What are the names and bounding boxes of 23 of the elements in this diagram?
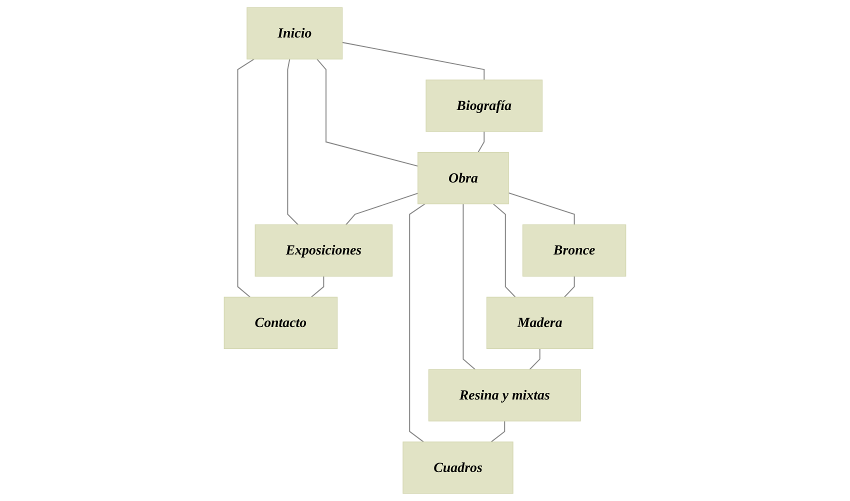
connector xyxy=(342,42,485,80)
node-box: Biografía xyxy=(426,80,543,132)
node-box: Obra xyxy=(418,152,509,204)
connector xyxy=(409,203,426,442)
node-box: Inicio xyxy=(246,7,343,60)
node-box: Madera xyxy=(486,296,594,349)
node-box: Contacto xyxy=(224,296,338,349)
node-box: Cuadros xyxy=(402,442,514,494)
connector xyxy=(287,58,298,226)
connector xyxy=(478,131,485,153)
connector xyxy=(237,58,254,298)
connector xyxy=(310,276,324,298)
node-box: Exposiciones xyxy=(254,224,393,277)
connector xyxy=(492,203,516,298)
connector xyxy=(346,192,418,226)
node-box: Resina y mixtas xyxy=(428,369,581,422)
connector xyxy=(564,276,575,298)
connector xyxy=(529,348,540,370)
connector xyxy=(490,421,506,442)
connector xyxy=(462,204,476,370)
node-box: Bronce xyxy=(522,224,626,277)
connector xyxy=(316,58,418,167)
connector xyxy=(508,192,575,225)
